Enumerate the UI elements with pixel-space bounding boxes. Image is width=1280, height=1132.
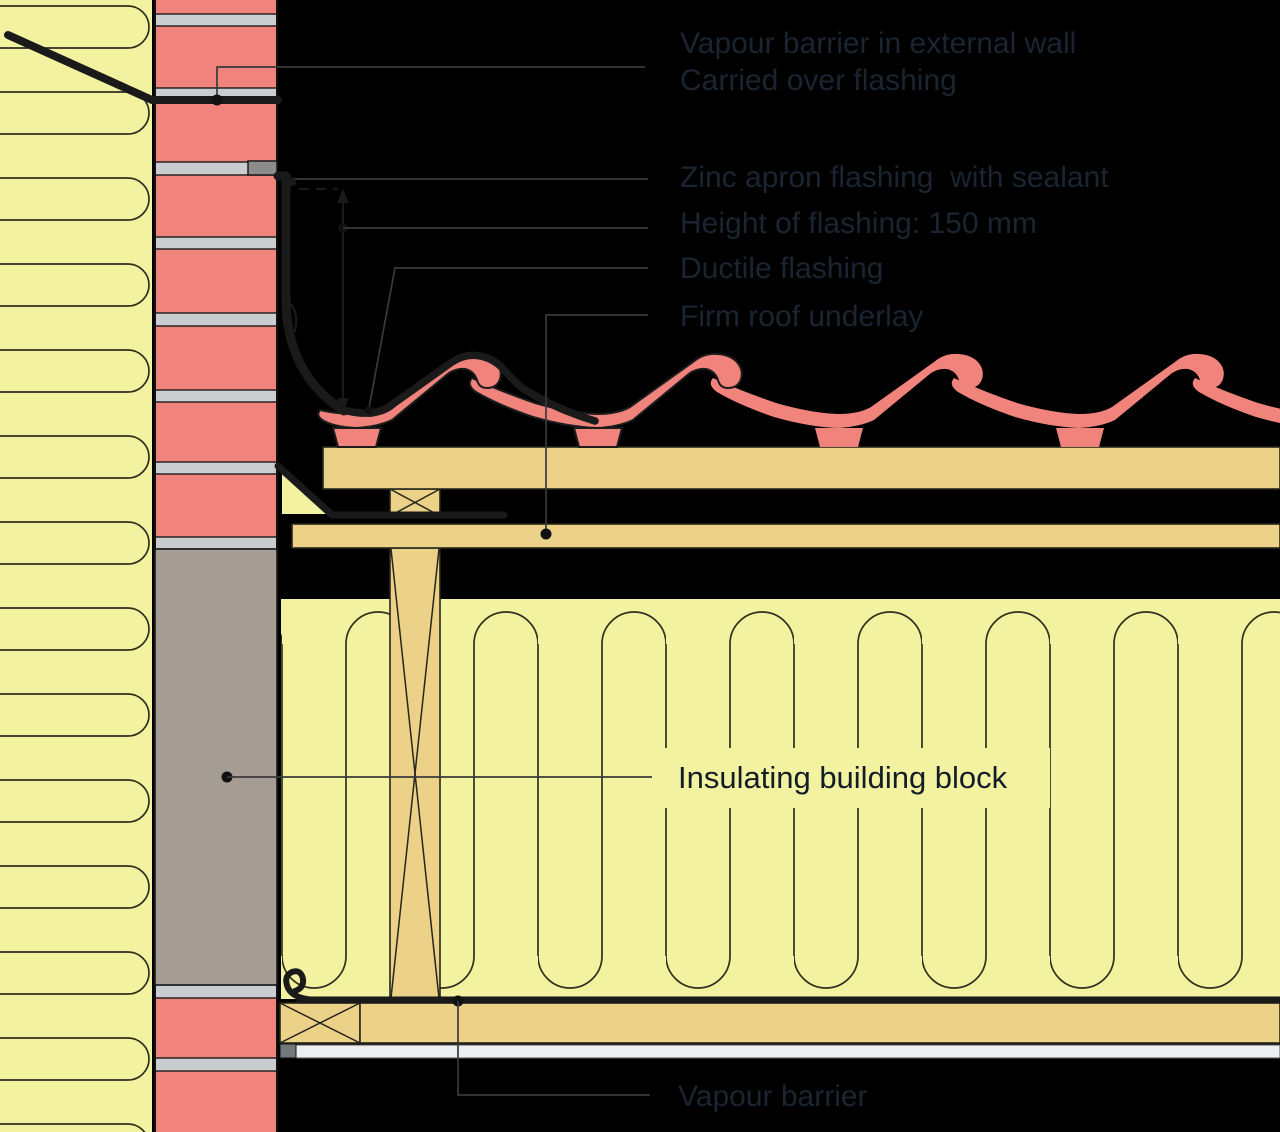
insulating-block <box>154 548 278 986</box>
mortar-joint <box>154 1057 278 1072</box>
mortar-joint <box>154 461 278 475</box>
board-end-block <box>279 1043 297 1059</box>
vapour-barrier-top <box>4 31 282 104</box>
eaves-flashing <box>274 462 508 519</box>
ductile-flashing-drape <box>336 351 599 425</box>
flashing-tail <box>287 301 298 333</box>
tile-batten <box>322 446 1280 490</box>
mortar-joint <box>154 236 278 250</box>
brick-wall <box>154 0 278 1132</box>
mortar-joint <box>154 984 278 999</box>
label-roof-underlay: Firm roof underlay <box>680 300 923 333</box>
tile-foot <box>1056 428 1104 447</box>
ceiling-board <box>279 1043 1280 1059</box>
label-vapour-barrier: Vapour barrier <box>678 1080 868 1113</box>
ceiling-insulation <box>281 599 1280 999</box>
label-ductile-flashing: Ductile flashing <box>680 252 883 285</box>
label-halo <box>664 748 1050 808</box>
ceiling-battens <box>279 1002 1280 1044</box>
label-zinc-apron: Zinc apron flashing with sealant <box>680 161 1109 194</box>
labels: Vapour barrier in external wall Carried … <box>678 27 1109 1113</box>
leader-lines <box>211 66 652 1096</box>
label-insulating-block: Insulating building block <box>678 760 1008 795</box>
roof-underlay-board <box>291 523 1280 549</box>
tile-foot <box>332 427 382 448</box>
zinc-flashing-anchor <box>247 160 278 176</box>
rafter <box>389 547 441 1000</box>
tile-foot <box>573 427 623 448</box>
mortar-joint <box>154 312 278 327</box>
label-flashing-height: Height of flashing: 150 mm <box>680 207 1037 240</box>
mortar-joint <box>154 389 278 403</box>
mortar-joint <box>154 13 278 27</box>
mortar-joint <box>154 536 278 550</box>
label-vapour-wall-line2: Carried over flashing <box>680 64 957 97</box>
tile-foot <box>815 428 863 447</box>
external-wall-insulation <box>0 0 152 1132</box>
zinc-apron-flashing <box>273 171 349 416</box>
label-vapour-wall-line1: Vapour barrier in external wall <box>680 27 1076 60</box>
